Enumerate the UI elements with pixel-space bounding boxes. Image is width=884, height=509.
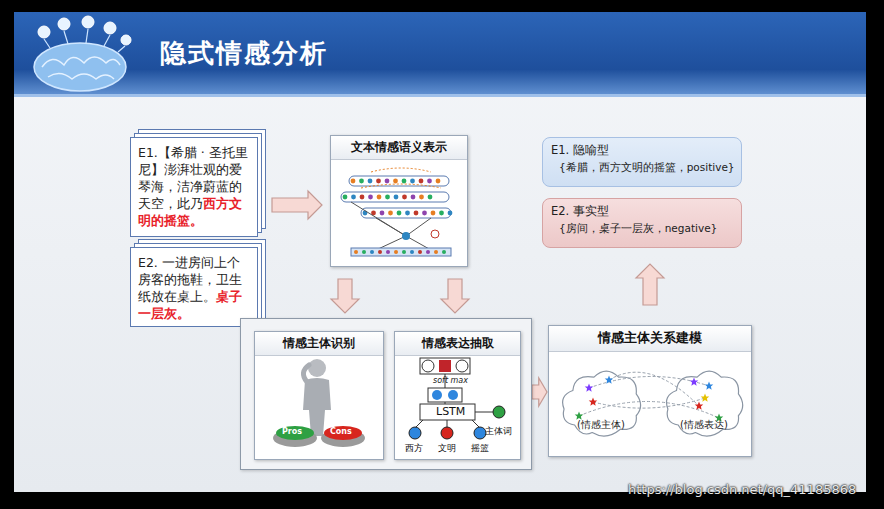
body-text: {房间，桌子一层灰，negative} xyxy=(551,222,733,236)
layer-label: soft max xyxy=(433,376,468,385)
heading-text: E1. 隐喻型 xyxy=(551,143,733,158)
module-panel: 情感主体识别 Pros Cons 情感表达抽取 soft maxLSTM 主体词西方 文明 摇… xyxy=(240,318,532,470)
input-label: 主体词 xyxy=(485,425,512,438)
block-arrow xyxy=(441,279,469,313)
heading-text: 情感主体识别 xyxy=(255,332,383,356)
process-box: 情感表达抽取 soft maxLSTM 主体词西方 文明 摇篮 xyxy=(394,331,521,460)
block-arrow xyxy=(331,279,359,313)
layer-label: LSTM xyxy=(436,405,465,418)
block-arrow xyxy=(636,264,664,305)
slide-title: 隐式情感分析 xyxy=(160,36,328,71)
heading-text: E2. 事实型 xyxy=(551,204,733,219)
word-label: 摇篮 xyxy=(471,442,489,455)
block-arrow xyxy=(272,191,322,219)
result-box: E2. 事实型 {房间，桌子一层灰，negative} xyxy=(542,198,742,248)
button-label: Cons xyxy=(330,427,352,436)
cloud-shape: (情感主体) xyxy=(557,362,645,446)
heading-text: 情感表达抽取 xyxy=(395,332,520,356)
heading-text: 情感主体关系建模 xyxy=(549,326,751,352)
cloud-shape: (情感表达) xyxy=(661,362,747,446)
heading-text: 文本情感语义表示 xyxy=(331,136,467,160)
button-label: Pros xyxy=(282,427,302,436)
header-bar xyxy=(14,12,866,97)
result-box: E1. 隐喻型 {希腊，西方文明的摇篮，positive} xyxy=(542,137,742,187)
document-card: E1.【希腊 · 圣托里尼】澎湃壮观的爱琴海，洁净蔚蓝的天空，此乃西方文明的摇篮… xyxy=(130,137,258,237)
process-box: 情感主体关系建模 (情感主体) (情感表达) xyxy=(548,325,752,457)
body-text: {希腊，西方文明的摇篮，positive} xyxy=(551,161,733,175)
cloud-outline xyxy=(557,362,645,446)
watermark: https://blog.csdn.net/qq_41185868 xyxy=(628,482,856,497)
word-label: 文明 xyxy=(438,442,456,455)
cloud-outline xyxy=(661,362,747,446)
heading-text: (情感表达) xyxy=(680,418,728,432)
heading-text: (情感主体) xyxy=(577,418,625,432)
word-label: 西方 xyxy=(405,442,423,455)
document-card: E2. 一进房间上个房客的拖鞋，卫生纸放在桌上。桌子一层灰。 xyxy=(130,247,258,327)
process-box: 文本情感语义表示 xyxy=(330,135,468,267)
process-box: 情感主体识别 Pros Cons xyxy=(254,331,384,460)
block-arrow xyxy=(532,378,547,406)
